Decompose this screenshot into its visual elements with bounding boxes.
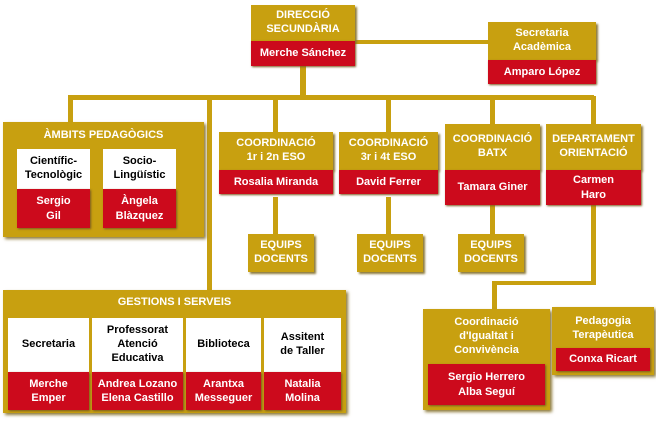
connector-gestions-drop	[207, 96, 212, 292]
coordinacio-igualtat-title: Coordinació d'Igualtat i Convivència	[428, 313, 545, 361]
connector-equips3	[490, 205, 495, 235]
equips-docents-box: EQUIPS DOCENTS	[248, 234, 314, 272]
gestio-label: Biblioteca	[186, 318, 261, 372]
connector-coord34-drop	[386, 96, 391, 132]
connector-main-horizontal	[68, 95, 594, 100]
coordinacio-batx-name-box: Tamara Giner	[445, 170, 540, 205]
pedagogia-name: Conxa Ricart	[556, 348, 650, 371]
gestio-label: Professorat Atenció Educativa	[92, 318, 183, 372]
equips-docents-box: EQUIPS DOCENTS	[458, 234, 524, 272]
ambit-name: Àngela Blàzquez	[103, 189, 176, 228]
gestio-label: Assitent de Taller	[264, 318, 341, 372]
connector-orientacio-horizontal	[492, 281, 596, 285]
pedagogia-title: Pedagogia Terapèutica	[556, 311, 650, 347]
connector-igualtat-drop	[492, 283, 497, 311]
connector-ambits-drop	[68, 96, 73, 124]
equips-docents-box: EQUIPS DOCENTS	[357, 234, 423, 272]
direccio-name-box: Merche Sánchez	[251, 41, 355, 66]
secretaria-academica-title-box: Secretaria Acadèmica	[488, 22, 596, 60]
coordinacio-batx-title-box: COORDINACIÓ BATX	[445, 124, 540, 170]
ambit-label: Científic-Tecnològic	[17, 149, 90, 189]
connector-main-vertical	[300, 66, 306, 96]
secretaria-academica-name-box: Amparo López	[488, 60, 596, 84]
gestio-name: Natalia Molina	[264, 372, 341, 410]
coordinacio-1-2-name-box: Rosalia Miranda	[219, 170, 333, 194]
ambits-title: ÀMBITS PEDAGÒGICS	[3, 127, 204, 145]
gestions-title: GESTIONS I SERVEIS	[3, 294, 346, 311]
gestio-name: Arantxa Messeguer	[186, 372, 261, 410]
direccio-title-box: DIRECCIÓ SECUNDÀRIA	[251, 5, 355, 41]
coordinacio-3-4-title-box: COORDINACIÓ 3r i 4t ESO	[339, 132, 438, 170]
connector-batx-drop	[490, 96, 495, 132]
coordinacio-igualtat-name: Sergio Herrero Alba Seguí	[428, 364, 545, 405]
connector-coord12-drop	[273, 96, 278, 132]
ambit-label: Socio-Lingüístic	[103, 149, 176, 189]
gestio-label: Secretaria	[8, 318, 89, 372]
connector-equips1	[273, 197, 278, 235]
coordinacio-1-2-title-box: COORDINACIÓ 1r i 2n ESO	[219, 132, 333, 170]
ambit-name: Sergio Gil	[17, 189, 90, 228]
gestio-name: Andrea Lozano Elena Castillo	[92, 372, 183, 410]
departament-orientacio-title-box: DEPARTAMENT ORIENTACIÓ	[546, 124, 641, 170]
coordinacio-3-4-name-box: David Ferrer	[339, 170, 438, 194]
gestio-name: Merche Emper	[8, 372, 89, 410]
connector-orientacio-down	[591, 205, 596, 283]
connector-secretaria-branch	[355, 40, 488, 44]
connector-orientacio-drop	[591, 96, 596, 132]
connector-equips2	[386, 197, 391, 235]
departament-orientacio-name-box: Carmen Haro	[546, 170, 641, 205]
